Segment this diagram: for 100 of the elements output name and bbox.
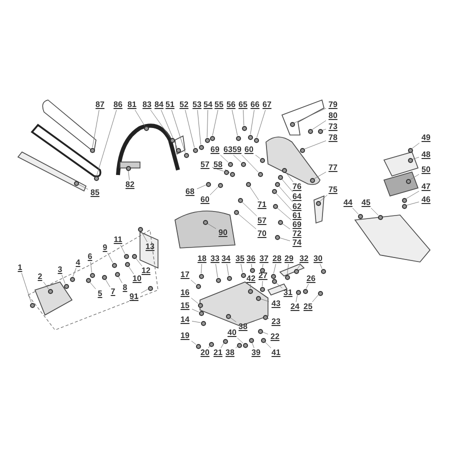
- part-marker: [228, 162, 232, 166]
- part-marker: [248, 338, 254, 342]
- leader-line: [212, 167, 224, 172]
- part-marker: [184, 152, 188, 158]
- callout-number: 52: [177, 100, 191, 110]
- leader-line: [275, 192, 293, 212]
- leader-line: [107, 252, 114, 264]
- part-marker: [402, 204, 406, 208]
- leader-line: [192, 308, 199, 312]
- callout-number: 53: [190, 100, 204, 110]
- leader-line: [212, 110, 218, 136]
- part-marker: [74, 180, 78, 186]
- leader-line: [233, 154, 242, 163]
- leader-line: [260, 298, 270, 302]
- callout-number: 55: [212, 100, 226, 110]
- part-marker: [226, 276, 232, 280]
- part-marker: [242, 342, 248, 348]
- callout-number: 43: [269, 299, 283, 309]
- leader-line: [206, 110, 208, 138]
- part-marker: [204, 138, 210, 142]
- callout-number: 22: [268, 332, 282, 342]
- leader-line: [285, 172, 294, 182]
- callout-number: 3: [53, 265, 67, 275]
- callout-number: 28: [270, 254, 284, 264]
- callout-number: 69: [208, 145, 222, 155]
- leader-line: [237, 338, 244, 344]
- leader-line: [128, 266, 134, 274]
- part-marker: [402, 198, 406, 202]
- part-marker: [284, 274, 290, 280]
- callout-number: 71: [255, 200, 269, 210]
- part-marker: [114, 272, 120, 276]
- part-marker: [192, 148, 198, 152]
- part-marker: [260, 158, 264, 162]
- callout-number: 34: [219, 254, 233, 264]
- leader-line: [230, 317, 236, 322]
- callout-number: 78: [326, 133, 340, 143]
- leader-line: [210, 186, 218, 196]
- leader-line: [242, 110, 244, 126]
- callout-number: 90: [216, 228, 230, 238]
- callout-number: 75: [326, 185, 340, 195]
- leader-line: [262, 280, 263, 287]
- part-marker: [112, 262, 116, 268]
- part-marker: [272, 278, 276, 284]
- part-marker: [200, 320, 206, 326]
- leader-line: [78, 184, 88, 190]
- leader-line: [191, 298, 198, 304]
- leader-line: [242, 154, 259, 172]
- part-marker: [90, 148, 94, 152]
- callout-number: 57: [198, 160, 212, 170]
- part-marker: [90, 272, 94, 278]
- leader-line: [197, 110, 202, 145]
- callout-number: 32: [297, 254, 311, 264]
- leader-line: [322, 128, 326, 131]
- callout-number: 86: [111, 100, 125, 110]
- callout-number: 60: [242, 145, 256, 155]
- leader-line: [120, 244, 126, 254]
- callout-number: 64: [290, 192, 304, 202]
- part-marker: [378, 214, 382, 220]
- part-marker: [272, 204, 278, 208]
- part-marker: [406, 178, 410, 184]
- leader-line: [262, 264, 264, 268]
- leader-line: [256, 110, 266, 138]
- leader-line: [92, 110, 100, 148]
- part-marker: [30, 302, 34, 308]
- part-marker: [262, 314, 268, 320]
- part-marker: [86, 278, 90, 282]
- leader-line: [192, 320, 201, 323]
- callout-number: 84: [152, 100, 166, 110]
- leader-line: [242, 201, 257, 216]
- part-marker: [300, 148, 304, 152]
- part-marker: [282, 168, 286, 172]
- leader-line: [410, 174, 420, 180]
- leader-line: [320, 194, 328, 202]
- callout-number: 68: [183, 187, 197, 197]
- callout-number: 36: [244, 254, 258, 264]
- callout-number: 9: [98, 243, 112, 253]
- leader-line: [62, 274, 66, 284]
- callout-number: 82: [123, 180, 137, 190]
- leader-line: [196, 184, 206, 190]
- callout-number: 69: [290, 220, 304, 230]
- callout-number: 19: [178, 331, 192, 341]
- leader-line: [287, 264, 289, 275]
- leader-line: [312, 120, 326, 130]
- leader-line: [251, 264, 252, 268]
- part-marker: [358, 214, 362, 218]
- part-marker: [316, 200, 320, 206]
- callout-number: 62: [290, 202, 304, 212]
- leader-line: [320, 264, 322, 269]
- part-marker: [222, 338, 228, 344]
- part-marker: [234, 210, 238, 214]
- callout-number: 54: [201, 100, 215, 110]
- callout-number: 13: [143, 242, 157, 252]
- part-marker: [224, 170, 228, 174]
- callout-number: 60: [198, 195, 212, 205]
- part-marker: [260, 286, 264, 292]
- callout-number: 91: [127, 292, 141, 302]
- callout-number: 4: [71, 258, 85, 268]
- callout-number: 1: [13, 263, 27, 273]
- leader-line: [370, 208, 378, 216]
- callout-number: 17: [178, 270, 192, 280]
